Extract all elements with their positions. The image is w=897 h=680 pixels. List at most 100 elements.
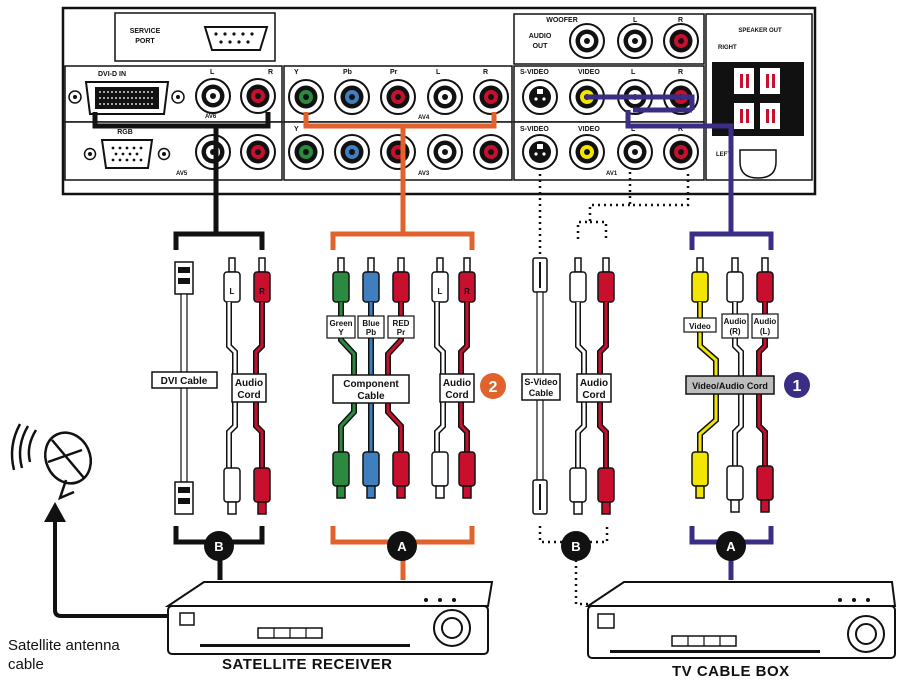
svg-text:Green: Green	[329, 319, 352, 328]
audio-out-label-1: AUDIO	[529, 33, 552, 40]
svg-text:Video: Video	[689, 322, 711, 331]
svg-text:Cable: Cable	[529, 388, 554, 398]
svg-text:Audio: Audio	[724, 317, 747, 326]
up-arrow-icon	[44, 502, 66, 522]
av4-r-label: R	[483, 69, 488, 76]
av1-svideo-jack[interactable]	[522, 134, 558, 170]
component-plug-r-label: R	[464, 287, 470, 296]
av4-audio-r-jack[interactable]	[473, 79, 509, 115]
speaker-out-label: SPEAKER OUT	[738, 28, 782, 34]
av4-pb-label: Pb	[343, 69, 352, 76]
svideo-cable-label: S-Video Cable	[521, 373, 561, 401]
audio-r-plug-label: Audio (R)	[721, 313, 749, 339]
av4-l-label: L	[436, 69, 441, 76]
marker-a-component: A	[387, 531, 417, 561]
av3-y-label: Y	[294, 126, 299, 133]
marker-b-dvi: B	[204, 531, 234, 561]
video-audio-connection-line	[585, 94, 774, 580]
av1-audio-r-jack[interactable]	[663, 134, 699, 170]
woofer-jack[interactable]	[569, 23, 605, 59]
serial-connector-icon[interactable]	[203, 26, 269, 51]
component-plug-l-label: L	[438, 287, 443, 296]
satellite-antenna-caption-line-1: Satellite antenna	[8, 637, 120, 654]
audio-out-l-jack[interactable]	[617, 23, 653, 59]
audio-out-label-2: OUT	[533, 43, 549, 50]
av2-svideo-label: S-VIDEO	[520, 69, 549, 76]
svg-text:(R): (R)	[729, 327, 740, 336]
video-plug-label: Video	[683, 317, 717, 333]
speaker-left-label: LEFT	[716, 152, 731, 158]
antenna-cable	[53, 520, 172, 618]
svg-text:(L): (L)	[760, 327, 771, 336]
dvi-audio-cord-label: Audio Cord	[231, 373, 267, 403]
rgb-connector-icon[interactable]	[100, 139, 154, 169]
av4-y-jack[interactable]	[288, 79, 324, 115]
svg-text:A: A	[726, 539, 736, 554]
service-port-label-1: SERVICE	[130, 28, 161, 35]
svg-text:Blue: Blue	[362, 319, 380, 328]
av3-pb-jack[interactable]	[334, 134, 370, 170]
svg-text:1: 1	[793, 378, 802, 395]
marker-a-cable-box: A	[716, 531, 746, 561]
svg-text:Cord: Cord	[582, 390, 605, 401]
svg-text:2: 2	[489, 379, 498, 396]
marker-2: 2	[480, 373, 506, 399]
av4-y-label: Y	[294, 69, 299, 76]
av6-label: AV6	[205, 114, 217, 120]
audio-out-r-jack[interactable]	[663, 23, 699, 59]
svg-text:Audio: Audio	[443, 378, 471, 389]
av3-y-jack[interactable]	[288, 134, 324, 170]
av3-pr-jack[interactable]	[380, 134, 416, 170]
svg-text:B: B	[214, 539, 223, 554]
av6-r-label: R	[268, 69, 273, 76]
av3-audio-l-jack[interactable]	[427, 134, 463, 170]
svg-text:Cord: Cord	[237, 390, 260, 401]
red-pr-label: RED Pr	[387, 315, 415, 339]
green-y-label: Green Y	[326, 315, 356, 339]
svg-text:A: A	[397, 539, 407, 554]
tv-cable-box-device	[584, 581, 897, 659]
av4-pb-jack[interactable]	[334, 79, 370, 115]
tv-cable-box-title: TV CABLE BOX	[672, 663, 790, 680]
av2-video-label: VIDEO	[578, 69, 600, 76]
svg-text:Pb: Pb	[366, 328, 376, 337]
av4-pr-jack[interactable]	[380, 79, 416, 115]
svg-text:Component: Component	[343, 379, 399, 390]
marker-b-svideo: B	[561, 531, 591, 561]
av6-audio-r-jack[interactable]	[240, 78, 276, 114]
av2-svideo-jack[interactable]	[522, 79, 558, 115]
av5-audio-r-jack[interactable]	[240, 134, 276, 170]
av4-audio-l-jack[interactable]	[427, 79, 463, 115]
av2-r-label: R	[678, 69, 683, 76]
audio-out-r-label: R	[678, 17, 683, 24]
av3-audio-r-jack[interactable]	[473, 134, 509, 170]
svg-text:Pr: Pr	[397, 328, 405, 337]
satellite-antenna-caption-line-2: cable	[8, 656, 44, 673]
blue-pb-label: Blue Pb	[357, 315, 385, 339]
dvi-cable-label: DVI Cable	[151, 371, 218, 389]
av6-audio-l-jack[interactable]	[195, 78, 231, 114]
audio-l-plug-label: Audio (L)	[751, 313, 779, 339]
svg-text:Audio: Audio	[580, 378, 608, 389]
svg-text:Y: Y	[338, 328, 344, 337]
av4-label: AV4	[418, 115, 430, 121]
satellite-receiver-device	[164, 581, 494, 655]
audio-out-l-label: L	[633, 17, 638, 24]
svg-text:Video/Audio Cord: Video/Audio Cord	[692, 381, 768, 391]
woofer-label: WOOFER	[546, 17, 578, 24]
svg-text:RED: RED	[393, 319, 410, 328]
svg-text:Audio: Audio	[235, 378, 263, 389]
svg-text:Cord: Cord	[445, 390, 468, 401]
component-audio-cord-label: Audio Cord	[439, 373, 475, 403]
av6-l-label: L	[210, 69, 215, 76]
av4-pr-label: Pr	[390, 69, 398, 76]
av1-audio-l-jack[interactable]	[617, 134, 653, 170]
svg-text:Audio: Audio	[754, 317, 777, 326]
satellite-receiver-title: SATELLITE RECEIVER	[222, 656, 393, 673]
speaker-right-label: RIGHT	[718, 45, 737, 51]
av2-l-label: L	[631, 69, 636, 76]
av5-audio-l-jack[interactable]	[195, 134, 231, 170]
component-cable-label: Component Cable	[332, 374, 410, 404]
av1-video-jack[interactable]	[569, 134, 605, 170]
